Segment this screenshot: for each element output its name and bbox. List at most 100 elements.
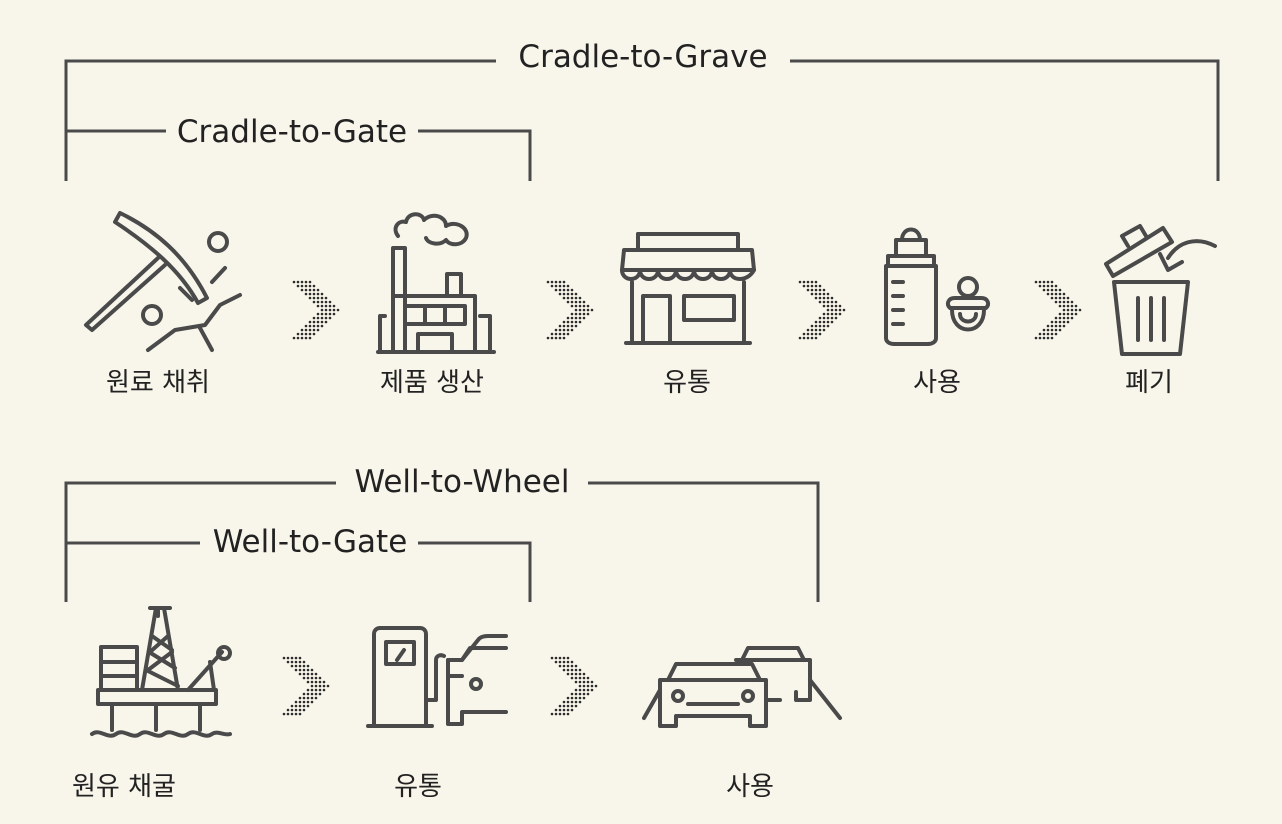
- arrow-dot: [312, 300, 316, 304]
- arrow-dot: [578, 680, 582, 684]
- arrow-dot: [558, 332, 562, 336]
- arrow-dot: [818, 288, 822, 292]
- arrow-dot: [570, 660, 574, 664]
- arrow-dot: [578, 304, 582, 308]
- arrow-dot: [328, 308, 332, 312]
- arrow-dot: [1042, 280, 1046, 284]
- arrow-dot: [316, 324, 320, 328]
- arrow-dot: [830, 304, 834, 308]
- arrow-dot: [570, 664, 574, 668]
- arrow-dot: [550, 332, 554, 336]
- arrow-dot: [566, 700, 570, 704]
- arrow-dot: [566, 328, 570, 332]
- arrow-dot: [308, 324, 312, 328]
- arrow-dot: [578, 316, 582, 320]
- arrow-dot: [574, 696, 578, 700]
- arrow-dot: [566, 284, 570, 288]
- arrow-dot: [570, 312, 574, 316]
- arrow-dot: [562, 296, 566, 300]
- arrow-dot: [302, 704, 306, 708]
- arrow-dot: [590, 688, 594, 692]
- arrow-dot: [558, 288, 562, 292]
- arrow-dot: [282, 712, 286, 716]
- arrow-dot: [298, 664, 302, 668]
- arrow-dot: [1054, 284, 1058, 288]
- arrow-dot: [822, 300, 826, 304]
- arrow-dot: [810, 332, 814, 336]
- arrow-dot: [570, 676, 574, 680]
- arrow-dot: [810, 336, 814, 340]
- arrow-dot: [562, 660, 566, 664]
- arrow-dot: [822, 316, 826, 320]
- arrow-dot: [298, 668, 302, 672]
- arrow-dot: [1058, 296, 1062, 300]
- arrow-dot: [578, 668, 582, 672]
- arrow-dot: [1074, 304, 1078, 308]
- arrow-dot: [574, 300, 578, 304]
- arrow-dot: [1034, 280, 1038, 284]
- arrow-dot: [582, 672, 586, 676]
- arrow-dot: [294, 712, 298, 716]
- arrow-dot: [814, 336, 818, 340]
- arrow-dot: [574, 668, 578, 672]
- arrow-dot: [582, 308, 586, 312]
- arrow-dot: [294, 668, 298, 672]
- arrow-dot: [302, 660, 306, 664]
- stage-label-fuel-use: 사용: [726, 772, 774, 802]
- arrow-dot: [332, 308, 336, 312]
- arrow-dot: [834, 312, 838, 316]
- arrow-icon: [798, 280, 846, 340]
- well-to-gate-label: Well-to-Gate: [213, 524, 408, 560]
- arrow-dot: [306, 680, 310, 684]
- arrow-dot: [324, 312, 328, 316]
- stage-label-production: 제품 생산: [380, 368, 484, 398]
- arrow-dot: [306, 704, 310, 708]
- arrow-dot: [562, 712, 566, 716]
- arrow-dot: [328, 300, 332, 304]
- arrow-dot: [296, 284, 300, 288]
- arrow-dot: [822, 304, 826, 308]
- arrow-dot: [310, 672, 314, 676]
- arrow-dot: [582, 680, 586, 684]
- arrow-dot: [834, 308, 838, 312]
- arrow-dot: [810, 288, 814, 292]
- arrow-dot: [562, 656, 566, 660]
- arrow-dot: [290, 704, 294, 708]
- arrow-dot: [320, 300, 324, 304]
- arrow-dot: [298, 696, 302, 700]
- arrow-dot: [308, 292, 312, 296]
- arrow-dot: [570, 700, 574, 704]
- arrow-dot: [578, 688, 582, 692]
- arrow-dot: [574, 296, 578, 300]
- arrow-dot: [570, 320, 574, 324]
- arrow-dot: [826, 308, 830, 312]
- arrow-dot: [306, 676, 310, 680]
- arrow-dot: [1062, 320, 1066, 324]
- arrow-dot: [286, 656, 290, 660]
- arrow-dot: [308, 332, 312, 336]
- arrow-dot: [1046, 336, 1050, 340]
- arrow-dot: [1062, 316, 1066, 320]
- arrow-dot: [582, 688, 586, 692]
- arrow-dot: [1038, 280, 1042, 284]
- arrow-dot: [566, 712, 570, 716]
- arrow-dot: [826, 292, 830, 296]
- arrow-dot: [316, 288, 320, 292]
- arrow-dot: [818, 296, 822, 300]
- arrow-icon: [282, 656, 330, 716]
- arrow-dot: [314, 696, 318, 700]
- arrow-dot: [304, 284, 308, 288]
- arrow-dot: [554, 332, 558, 336]
- arrow-dot: [822, 292, 826, 296]
- arrow-dot: [306, 664, 310, 668]
- arrow-dot: [570, 292, 574, 296]
- arrow-dot: [818, 284, 822, 288]
- arrow-dot: [306, 692, 310, 696]
- arrow-dot: [308, 296, 312, 300]
- arrow-dot: [320, 324, 324, 328]
- arrow-dot: [1038, 284, 1042, 288]
- arrow-dot: [582, 696, 586, 700]
- arrow-dot: [318, 684, 322, 688]
- arrow-dot: [312, 324, 316, 328]
- arrow-dot: [550, 336, 554, 340]
